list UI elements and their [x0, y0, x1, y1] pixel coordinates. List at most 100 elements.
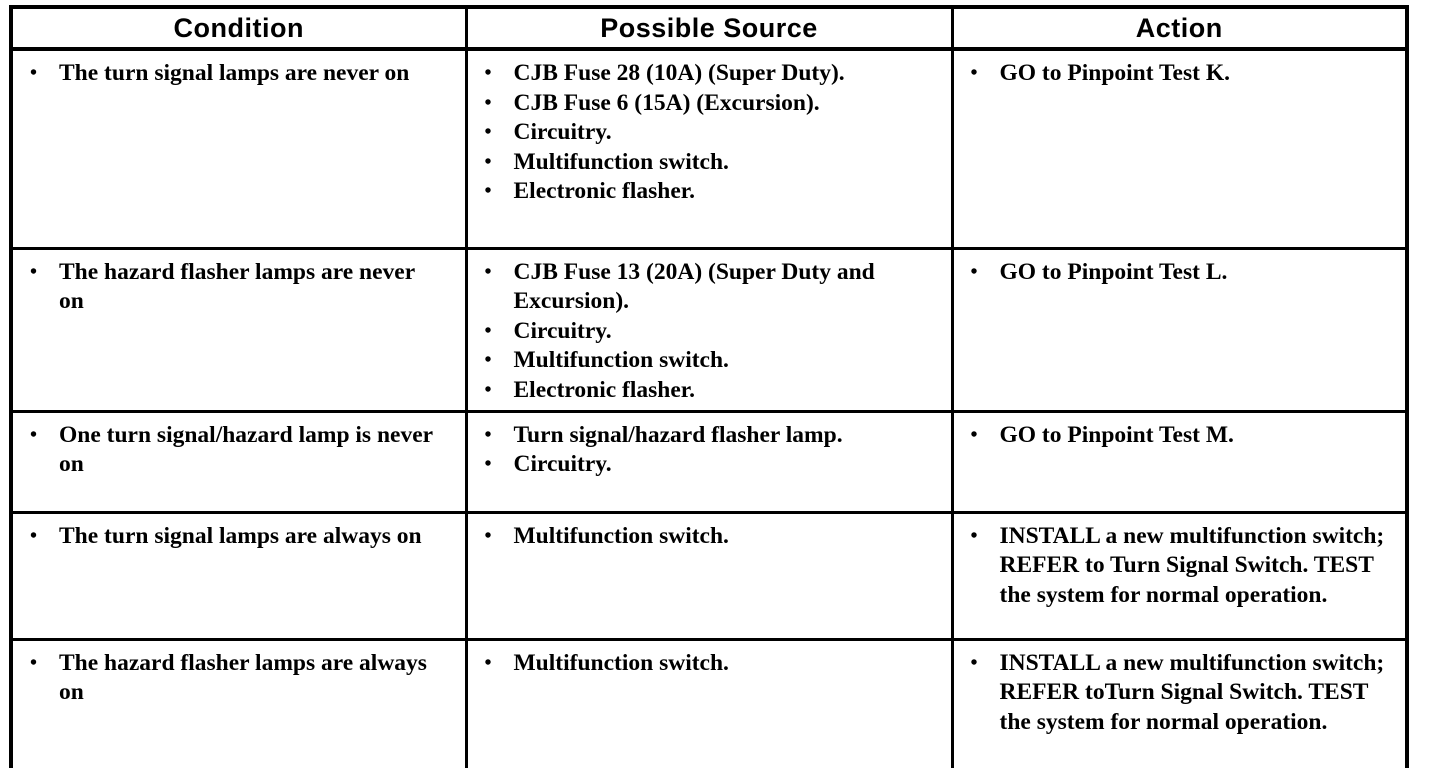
list-item: • Multifunction switch.: [468, 522, 951, 552]
bullet-icon: •: [484, 121, 492, 144]
bullet-list: • The turn signal lamps are always on: [13, 514, 465, 556]
table-row: • One turn signal/hazard lamp is never on…: [9, 409, 1409, 514]
list-item: • CJB Fuse 28 (10A) (Super Duty).: [468, 59, 951, 89]
table-row: • The turn signal lamps are always on • Mul…: [9, 510, 1409, 641]
list-item: • Multifunction switch.: [468, 148, 951, 178]
list-item: • The turn signal lamps are never on: [13, 59, 465, 89]
bullet-list: • One turn signal/hazard lamp is never on: [13, 413, 465, 484]
bullet-list: • Multifunction switch.: [468, 514, 951, 556]
bullet-icon: •: [484, 651, 492, 674]
bullet-list: •INSTALL a new multifunction switch; REF…: [954, 641, 1406, 742]
list-item: •The hazard flasher lamps are always on: [13, 649, 465, 708]
bullet-list: • The turn signal lamps are never on: [13, 51, 465, 93]
list-item-text: The hazard flasher lamps are never on: [59, 258, 415, 315]
possible-source-cell: • Multifunction switch.: [464, 637, 954, 768]
list-item: • GO to Pinpoint Test L.: [954, 258, 1406, 288]
list-item: • Multifunction switch.: [468, 649, 951, 679]
list-item: •CJB Fuse 6 (15A) (Excursion).: [468, 89, 951, 119]
list-item: • Electronic flasher.: [468, 177, 951, 207]
action-cell: • GO to Pinpoint Test M.: [950, 409, 1409, 514]
column-header-condition: Condition: [9, 5, 468, 51]
bullet-list: •The hazard flasher lamps are always on: [13, 641, 465, 712]
list-item: • The hazard flasher lamps are never on: [13, 258, 465, 317]
list-item-text: Circuitry.: [513, 451, 612, 478]
possible-source-cell: • Multifunction switch.: [464, 510, 954, 641]
table-row: •The hazard flasher lamps are always on•…: [9, 637, 1409, 768]
list-item-text: CJB Fuse 13 (20A) (Super Duty and Excurs…: [513, 258, 875, 315]
condition-cell: • The turn signal lamps are always on: [9, 510, 468, 641]
list-item-text: Electronic flasher.: [513, 178, 695, 205]
bullet-icon: •: [484, 378, 492, 401]
bullet-icon: •: [484, 62, 492, 84]
bullet-icon: •: [970, 524, 978, 547]
bullet-icon: •: [970, 62, 978, 84]
list-item-text: GO to Pinpoint Test K.: [999, 60, 1230, 86]
list-item-text: Circuitry.: [513, 119, 612, 146]
table-body: •The turn signal lamps are never on•CJB …: [9, 47, 1409, 768]
bullet-list: • INSTALL a new multifunction switch; REF…: [954, 514, 1406, 615]
list-item-text: The turn signal lamps are always on: [59, 522, 422, 549]
list-item: • One turn signal/hazard lamp is never on: [13, 421, 465, 480]
bullet-icon: •: [970, 260, 978, 283]
list-item-text: Multifunction switch.: [513, 522, 729, 549]
bullet-icon: •: [484, 150, 492, 173]
bullet-list: • GO to Pinpoint Test L.: [954, 250, 1406, 292]
possible-source-cell: • CJB Fuse 13 (20A) (Super Duty and Excur…: [464, 246, 954, 413]
list-item-text: Circuitry.: [513, 317, 612, 344]
table-row: •The turn signal lamps are never on•CJB …: [9, 47, 1409, 250]
column-header-possible-source: Possible Source: [464, 5, 954, 51]
bullet-icon: •: [30, 62, 38, 84]
action-cell: • INSTALL a new multifunction switch; REF…: [950, 510, 1409, 641]
action-cell: • GO to Pinpoint Test K.: [950, 47, 1409, 250]
list-item: • INSTALL a new multifunction switch; REF…: [954, 522, 1406, 611]
list-item-text: The turn signal lamps are never on: [59, 60, 410, 86]
possible-source-cell: •CJB Fuse 28 (10A) (Super Duty).•CJB Fus…: [464, 47, 954, 250]
list-item: • Circuitry.: [468, 317, 951, 347]
list-item: • GO to Pinpoint Test M.: [954, 421, 1406, 451]
list-item-text: GO to Pinpoint Test L.: [999, 258, 1228, 285]
condition-cell: • One turn signal/hazard lamp is never on: [9, 409, 468, 514]
list-item-text: INSTALL a new multifunction switch; REFE…: [999, 522, 1385, 608]
bullet-icon: •: [30, 423, 38, 446]
list-item-text: One turn signal/hazard lamp is never on: [59, 421, 433, 478]
diagnostic-table: Condition Possible Source Action • The tu…: [9, 5, 1409, 768]
list-item-text: Multifunction switch.: [513, 649, 729, 676]
action-cell: • GO to Pinpoint Test L.: [950, 246, 1409, 413]
list-item-text: Multifunction switch.: [513, 148, 729, 175]
bullet-list: • The hazard flasher lamps are never on: [13, 250, 465, 321]
bullet-icon: •: [484, 180, 492, 203]
bullet-icon: •: [30, 524, 38, 547]
list-item: • Electronic flasher.: [468, 376, 951, 406]
list-item: • Circuitry.: [468, 450, 951, 480]
condition-cell: •The hazard flasher lamps are always on: [9, 637, 468, 768]
bullet-icon: •: [484, 453, 492, 476]
bullet-list: • CJB Fuse 13 (20A) (Super Duty and Excur…: [468, 250, 951, 410]
list-item-text: The hazard flasher lamps are always on: [59, 649, 427, 706]
list-item-text: Multifunction switch.: [513, 347, 729, 374]
bullet-icon: •: [970, 423, 978, 446]
bullet-icon: •: [484, 319, 492, 342]
list-item-text: GO to Pinpoint Test M.: [999, 421, 1234, 448]
bullet-icon: •: [30, 260, 38, 283]
list-item: •INSTALL a new multifunction switch; REF…: [954, 649, 1406, 738]
bullet-list: •CJB Fuse 28 (10A) (Super Duty).•CJB Fus…: [468, 51, 951, 211]
list-item-text: Electronic flasher.: [513, 376, 695, 403]
condition-cell: • The hazard flasher lamps are never on: [9, 246, 468, 413]
action-cell: •INSTALL a new multifunction switch; REF…: [950, 637, 1409, 768]
list-item-text: CJB Fuse 28 (10A) (Super Duty).: [513, 60, 845, 86]
bullet-list: • Turn signal/hazard flasher lamp. • Circui…: [468, 413, 951, 484]
condition-cell: • The turn signal lamps are never on: [9, 47, 468, 250]
column-header-action: Action: [950, 5, 1409, 51]
bullet-list: • Multifunction switch.: [468, 641, 951, 683]
bullet-icon: •: [484, 524, 492, 547]
list-item: • CJB Fuse 13 (20A) (Super Duty and Excur…: [468, 258, 951, 317]
list-item-text: CJB Fuse 6 (15A) (Excursion).: [513, 89, 820, 116]
list-item: •Multifunction switch.: [468, 346, 951, 376]
list-item: • GO to Pinpoint Test K.: [954, 59, 1406, 89]
bullet-icon: •: [484, 423, 492, 446]
list-item: • Turn signal/hazard flasher lamp.: [468, 421, 951, 451]
list-item-text: Turn signal/hazard flasher lamp.: [513, 421, 843, 448]
bullet-list: • GO to Pinpoint Test K.: [954, 51, 1406, 93]
bullet-icon: •: [970, 651, 978, 674]
bullet-icon: •: [484, 260, 492, 283]
